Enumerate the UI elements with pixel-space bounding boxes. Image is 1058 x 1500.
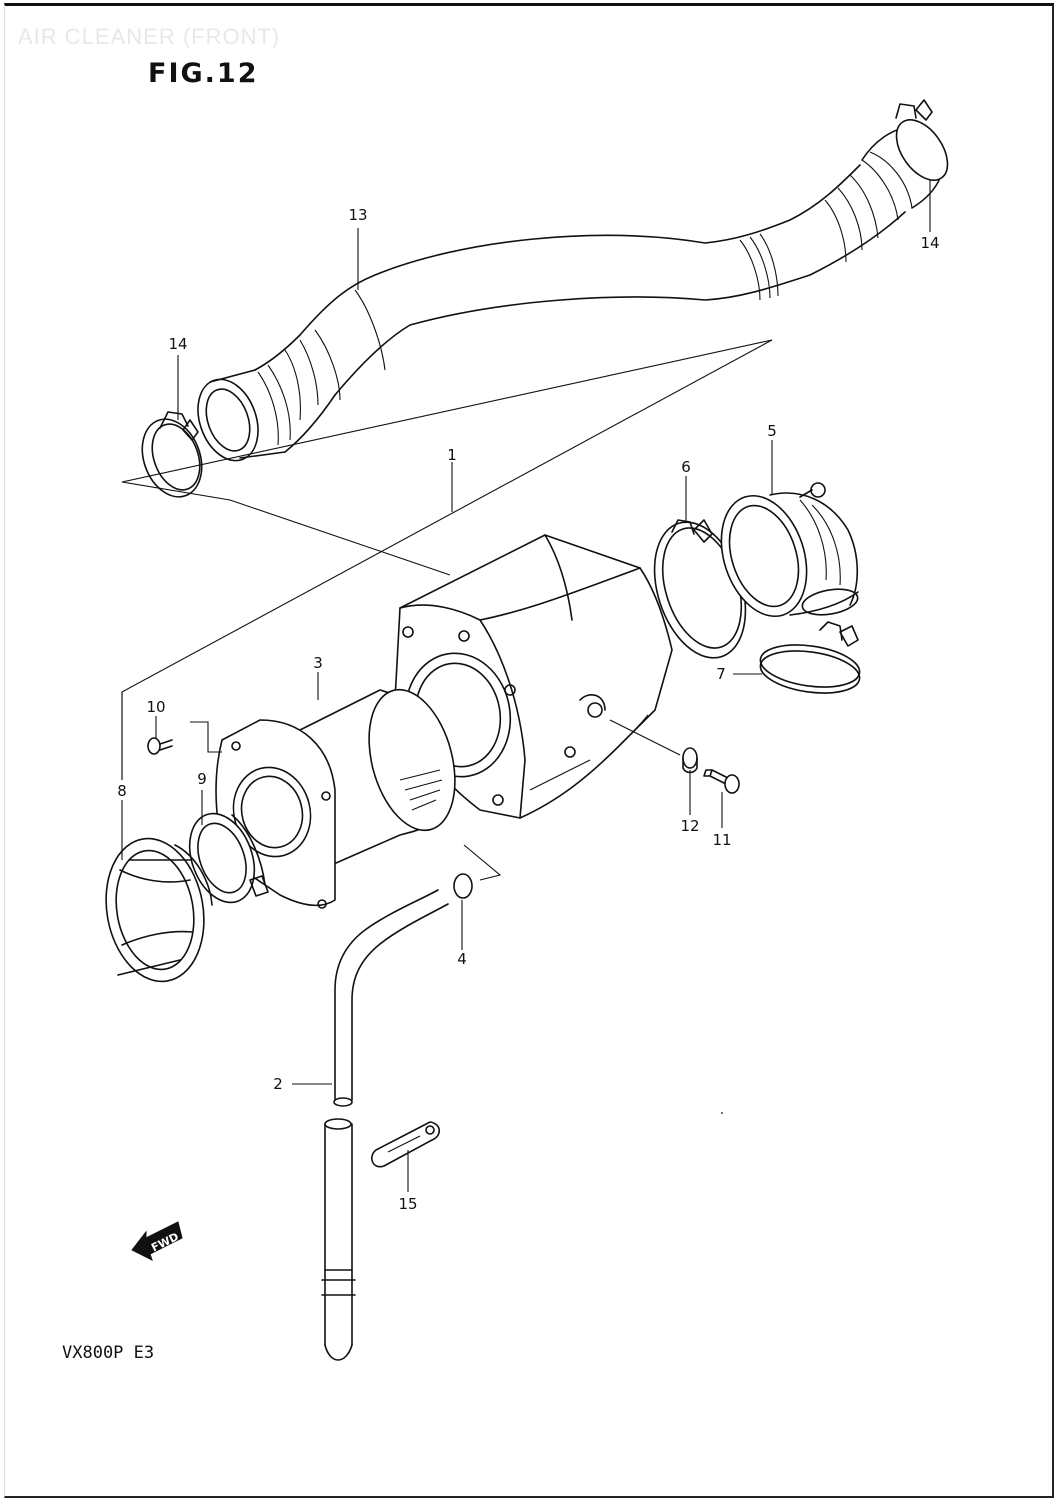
section-title-faded: AIR CLEANER (FRONT) [18,24,281,49]
bracket-15 [371,1121,441,1168]
forward-direction-arrow: FWD [131,1221,183,1261]
hose-clamp-14-left [141,411,203,498]
figure-label: FIG.12 [148,58,259,89]
callout-9: 9 [197,770,207,788]
callout-14-right: 14 [920,234,939,252]
callout-6: 6 [681,458,691,476]
callout-12: 12 [680,817,699,835]
clamp-7 [759,621,861,694]
callout-1: 1 [447,446,457,464]
stray-dot [721,1112,723,1114]
drain-hose-2 [321,889,449,1361]
callout-11: 11 [712,831,731,849]
intake-cover-8 [105,837,213,983]
hose-coupling-left [197,369,286,462]
callout-2: 2 [273,1075,283,1093]
assembly-reference-lines [121,339,773,881]
callout-13: 13 [348,206,367,224]
page-border [4,3,1054,1498]
elbow-boot-5 [720,482,859,618]
callout-7: 7 [716,665,726,683]
model-code: VX800P E3 [62,1343,155,1363]
callout-14-left: 14 [168,335,187,353]
screw-10 [147,737,173,755]
callout-5: 5 [767,422,777,440]
callout-3: 3 [313,654,323,672]
callout-labels: 13 14 14 5 1 6 7 3 10 9 8 12 11 4 2 15 [117,206,939,1213]
callout-4: 4 [457,950,467,968]
bolt-11 [703,769,740,794]
callout-15: 15 [398,1195,417,1213]
clip-4 [453,873,473,899]
collar-12 [682,747,698,774]
callout-10: 10 [146,698,165,716]
callout-8: 8 [117,782,127,800]
hose-clamp-14-right [895,99,949,181]
leader-lines [121,180,931,1192]
intake-hose-13 [254,124,946,453]
